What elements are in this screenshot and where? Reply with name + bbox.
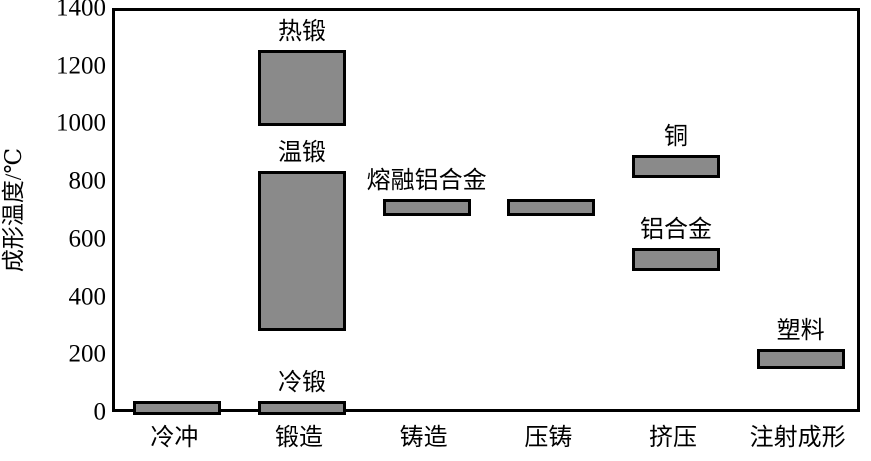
x-axis-tick-labels: 冷冲 锻造 铸造 压铸 挤压 注射成形: [112, 424, 860, 461]
bar-铸造-熔融铝合金: [382, 198, 471, 216]
bar-annotation: 塑料: [776, 317, 825, 344]
bar-锻造-热锻: [258, 49, 346, 127]
y-axis-tick-labels: 1400 1200 1000 800 600 400 200 0: [36, 0, 106, 461]
y-axis-title: 成形温度/℃: [1, 147, 26, 273]
x-tick-label-冷冲: 冷冲: [150, 425, 199, 451]
x-tick-label-注射成形: 注射成形: [749, 425, 846, 451]
bar-挤压-铝合金: [632, 247, 720, 271]
bar-锻造-温锻: [258, 171, 346, 332]
x-tick-label-铸造: 铸造: [399, 425, 448, 451]
bar-annotation: 铜: [664, 124, 688, 151]
bar-注射成形-塑料: [756, 348, 845, 369]
y-tick-label: 400: [68, 283, 107, 311]
y-tick-label: 200: [68, 340, 107, 368]
x-tick-label-压铸: 压铸: [524, 425, 573, 451]
bar-annotation: 冷锻: [278, 369, 326, 396]
bar-annotation: 铝合金: [640, 216, 712, 243]
bar-压铸: [507, 198, 596, 216]
bar-锻造-冷锻: [258, 400, 346, 415]
x-tick-label-挤压: 挤压: [649, 425, 697, 451]
bar-冷冲: [133, 400, 222, 415]
y-tick-label: 1400: [56, 0, 106, 22]
bar-挤压-铜: [632, 155, 720, 179]
plot-area: 冷锻 温锻 热锻熔融铝合金铝合金 铜塑料: [112, 8, 860, 415]
y-tick-label: 0: [93, 398, 107, 426]
x-tick-label-锻造: 锻造: [275, 425, 323, 451]
y-tick-label: 1200: [56, 52, 106, 80]
y-tick-label: 1000: [56, 109, 106, 137]
bar-annotation: 热锻: [278, 18, 326, 45]
bar-annotation: 熔融铝合金: [366, 167, 487, 194]
bar-annotation: 温锻: [278, 140, 326, 167]
y-tick-label: 800: [68, 167, 107, 195]
y-tick-label: 600: [68, 225, 107, 253]
